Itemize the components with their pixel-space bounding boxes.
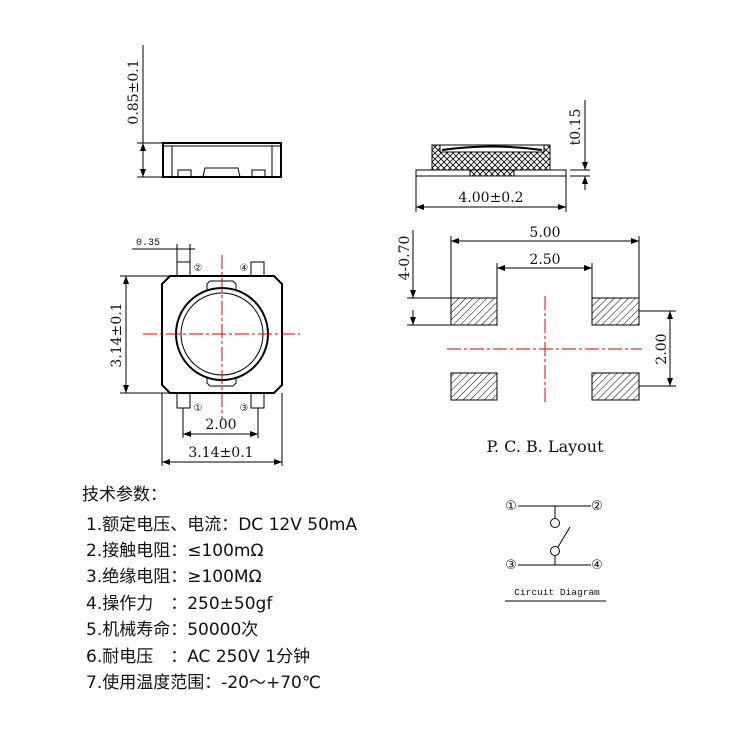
pin-3-label: ③ bbox=[240, 403, 249, 414]
pcb-outer-dim: 5.00 bbox=[529, 225, 560, 241]
spec-item: 3.绝缘电阻：≥100MΩ bbox=[86, 567, 262, 587]
top-width-dim: 3.14±0.1 bbox=[188, 445, 253, 461]
pin-spacing-dim: 2.00 bbox=[205, 417, 236, 433]
spec-item: 6.耐电压 ：AC 250V 1分钟 bbox=[86, 647, 310, 667]
spec-item: 4.操作力 ：250±50gf bbox=[86, 594, 273, 614]
pcb-layout-title: P. C. B. Layout bbox=[486, 437, 604, 456]
circuit-pin-2: ② bbox=[591, 499, 603, 514]
switch-contact bbox=[557, 526, 571, 548]
side-view: 0.85±0.1 bbox=[126, 45, 282, 178]
section-thickness-dim: t0.15 bbox=[568, 109, 584, 146]
spec-item: 5.机械寿命：50000次 bbox=[86, 620, 258, 640]
pcb-pad bbox=[591, 372, 640, 401]
pin-1-label: ① bbox=[194, 403, 203, 414]
pcb-pad-dim: 4-0.70 bbox=[397, 236, 413, 281]
section-view: 4.00±0.2 t0.15 bbox=[415, 100, 590, 212]
pcb-inner-dim: 2.50 bbox=[529, 252, 560, 268]
top-height-dim: 3.14±0.1 bbox=[109, 302, 125, 367]
pin-2-label: ② bbox=[194, 263, 203, 274]
circuit-pin-3: ③ bbox=[505, 558, 517, 573]
circuit-caption: Circuit Diagram bbox=[514, 587, 600, 598]
pcb-layout: 5.00 2.50 4-0.70 2.00 P. C. B. Layout bbox=[397, 225, 676, 456]
spec-item: 2.接触电阻：≤100mΩ bbox=[86, 541, 263, 561]
pcb-pad bbox=[450, 297, 498, 326]
top-view: ② ④ ① ③ 0.35 3.14±0.1 2.00 3.14±0.1 bbox=[109, 238, 300, 466]
circuit-diagram: ① ② ③ ④ Circuit Diagram bbox=[505, 499, 606, 602]
pin-width-dim: 0.35 bbox=[136, 238, 160, 249]
pin-4-label: ④ bbox=[240, 263, 249, 274]
spec-item: 1.额定电压、电流：DC 12V 50mA bbox=[86, 515, 357, 535]
specs-heading: 技术参数： bbox=[82, 485, 167, 505]
section-width-dim: 4.00±0.2 bbox=[458, 190, 523, 206]
spec-item: 7.使用温度范围：-20～+70℃ bbox=[86, 672, 321, 693]
pcb-vertical-dim: 2.00 bbox=[654, 333, 670, 364]
side-height-dim: 0.85±0.1 bbox=[126, 59, 142, 124]
technical-specs: 技术参数： 1.额定电压、电流：DC 12V 50mA 2.接触电阻：≤100m… bbox=[82, 485, 357, 693]
circuit-pin-1: ① bbox=[505, 499, 517, 514]
pcb-pad bbox=[450, 372, 498, 401]
pcb-pad bbox=[591, 297, 640, 326]
circuit-pin-4: ④ bbox=[591, 558, 603, 573]
